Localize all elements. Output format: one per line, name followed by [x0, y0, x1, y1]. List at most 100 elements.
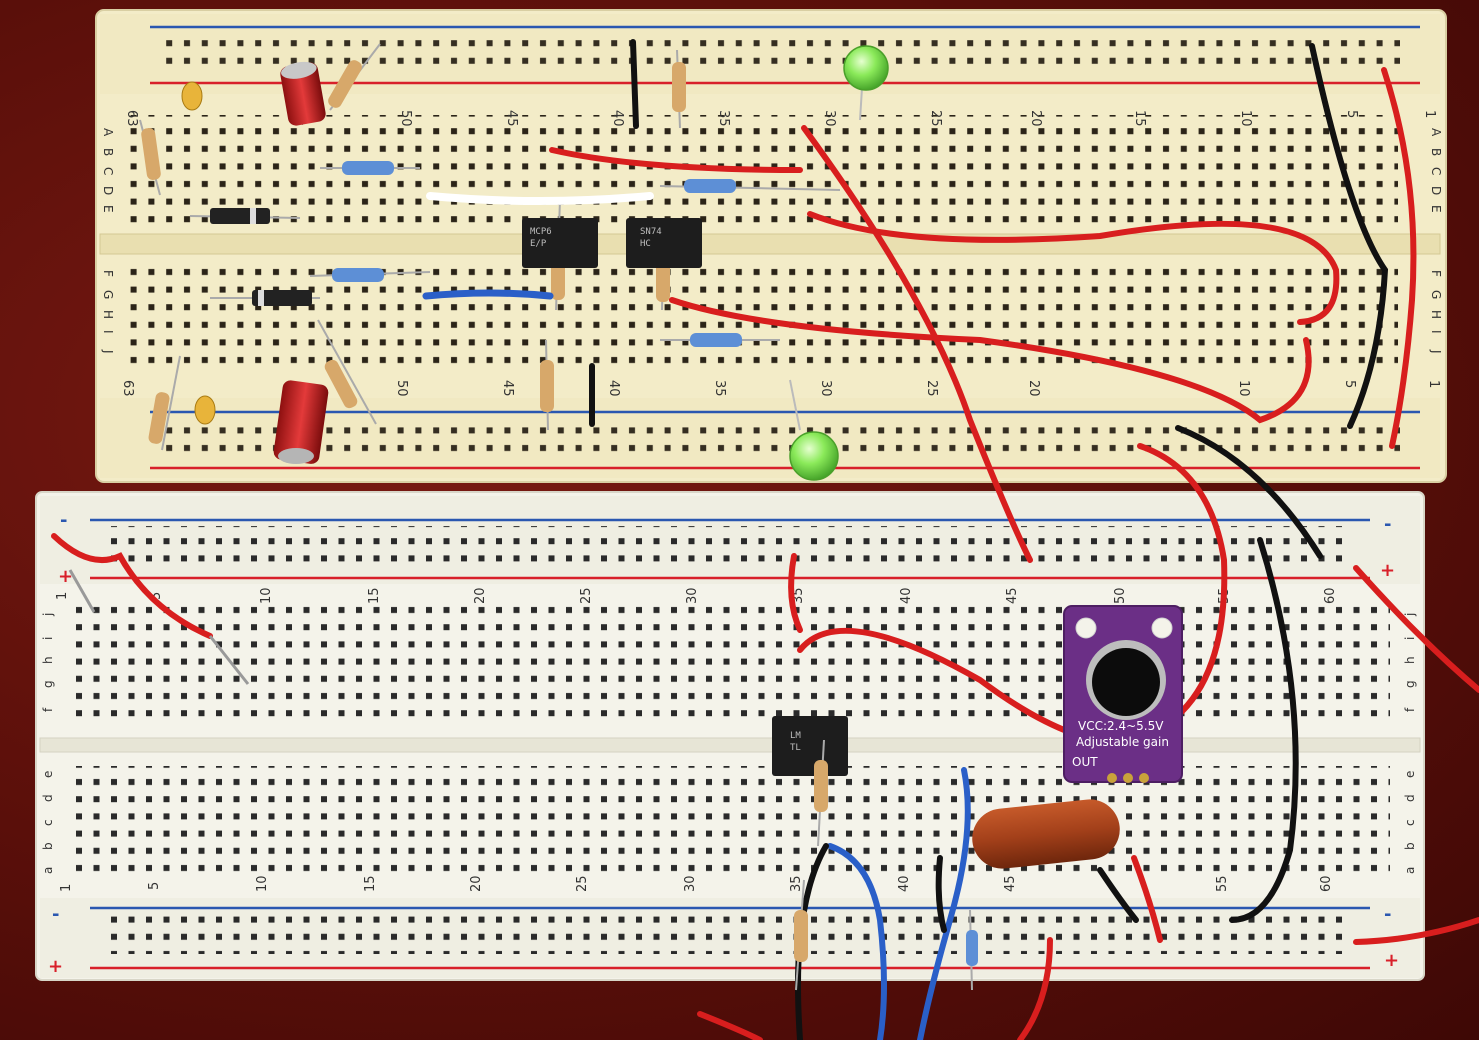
mounting-hole — [1075, 617, 1097, 639]
red-jumper-wire — [549, 147, 803, 173]
column-number: 30 — [818, 380, 833, 397]
red-jumper-wire — [697, 1011, 763, 1040]
black-jumper-wire — [1309, 43, 1389, 429]
column-number: 45 — [1005, 587, 1020, 604]
column-number: 1 — [55, 592, 70, 600]
resistor — [966, 909, 978, 991]
row-letter: C — [1429, 167, 1443, 175]
rail-minus-label: - — [1384, 904, 1391, 925]
resistor — [309, 268, 431, 282]
ceramic-capacitor — [194, 395, 216, 425]
row-letter: d — [41, 794, 55, 802]
black-jumper-wire — [935, 855, 947, 933]
resistor — [814, 739, 828, 847]
rail-minus-label: - — [52, 904, 59, 925]
black-jumper-wire — [1229, 537, 1299, 923]
chip-sublabel: TL — [790, 743, 801, 753]
row-letter: D — [1429, 186, 1443, 195]
red-jumper-wire — [788, 553, 803, 633]
row-letter: j — [41, 613, 55, 617]
column-number: 20 — [469, 875, 484, 892]
row-letter: G — [1429, 290, 1443, 299]
row-letter: H — [101, 310, 115, 319]
rail-plus-label: + — [1380, 560, 1395, 581]
column-number: 25 — [579, 587, 594, 604]
film-capacitor — [972, 799, 1120, 869]
mounting-hole — [1151, 617, 1173, 639]
row-letter: I — [101, 330, 115, 334]
column-number: 30 — [685, 587, 700, 604]
electrolytic-capacitor — [280, 61, 326, 126]
column-number: 5 — [149, 592, 164, 600]
chip-label: LM — [790, 731, 801, 741]
column-number: 40 — [897, 875, 912, 892]
row-letter: A — [101, 128, 115, 137]
green-led — [789, 379, 839, 481]
ic-chip-mcp6: MCP6 E/P — [522, 218, 598, 268]
row-letter: D — [101, 186, 115, 195]
column-number: 5 — [147, 882, 162, 890]
top-board-column-numbers-lower: 63 50 45 40 35 30 25 20 10 5 1 — [120, 380, 1441, 397]
row-letter: f — [41, 707, 55, 712]
resistor — [659, 179, 841, 193]
row-letter: d — [1403, 794, 1417, 802]
row-letter: G — [101, 290, 115, 299]
column-number: 10 — [259, 587, 274, 604]
microphone-module: VCC:2.4~5.5V Adjustable gain OUT — [1063, 605, 1183, 783]
row-letter: e — [41, 771, 55, 778]
row-letter: g — [1403, 680, 1417, 688]
row-letter: b — [41, 842, 55, 850]
row-letter: h — [1403, 656, 1417, 664]
column-number: 10 — [1238, 110, 1253, 127]
column-number: 1 — [1422, 110, 1437, 118]
row-letter: I — [1429, 330, 1443, 334]
column-number: 20 — [1026, 380, 1041, 397]
column-number: 50 — [1113, 587, 1128, 604]
resistor — [540, 339, 554, 431]
mic-module-pin-label: OUT — [1072, 755, 1098, 769]
column-number: 40 — [610, 110, 625, 127]
rail-minus-label: - — [1384, 514, 1391, 535]
column-number: 45 — [1003, 875, 1018, 892]
column-number: 35 — [712, 380, 727, 397]
row-letter: B — [101, 148, 115, 156]
column-number: 1 — [1426, 380, 1441, 388]
chip-label: SN74 — [640, 227, 662, 237]
row-letter: g — [41, 680, 55, 688]
row-letter: E — [1429, 205, 1443, 213]
bottom-breadboard: - + - + - + - + 1 5 10 15 20 25 30 35 40… — [35, 491, 1425, 981]
diode — [210, 290, 320, 306]
black-jumper-wire — [630, 39, 639, 129]
column-number: 5 — [1342, 380, 1357, 388]
top-board-column-numbers-upper: 63 55 50 45 40 35 30 25 20 15 10 5 1 — [124, 110, 1437, 127]
column-number: 10 — [1236, 380, 1251, 397]
row-letter: a — [41, 867, 55, 874]
row-letter: F — [1429, 270, 1443, 277]
column-number: 60 — [1319, 875, 1334, 892]
column-number: 35 — [716, 110, 731, 127]
column-number: 63 — [124, 110, 139, 127]
ceramic-capacitor — [181, 81, 203, 111]
row-letter: c — [41, 819, 55, 826]
column-number: 15 — [363, 875, 378, 892]
mic-module-voltage-label: VCC:2.4~5.5V — [1078, 719, 1164, 733]
red-jumper-wire — [801, 125, 1033, 563]
column-number: 40 — [899, 587, 914, 604]
resistor — [660, 333, 780, 347]
resistor — [139, 119, 161, 196]
rail-minus-label: - — [60, 510, 67, 531]
mic-module-gain-label: Adjustable gain — [1076, 735, 1169, 749]
row-letter: e — [1403, 771, 1417, 778]
row-letter: F — [101, 270, 115, 277]
red-jumper-wire — [669, 297, 1312, 424]
diode — [189, 208, 301, 224]
column-number: 30 — [683, 875, 698, 892]
row-letter: a — [1403, 867, 1417, 874]
electrolytic-capacitor — [273, 380, 329, 464]
column-number: 20 — [473, 587, 488, 604]
row-letter: B — [1429, 148, 1443, 156]
chip-label: MCP6 — [530, 227, 552, 237]
row-letter: i — [41, 637, 55, 640]
red-jumper-wire — [1353, 917, 1479, 945]
